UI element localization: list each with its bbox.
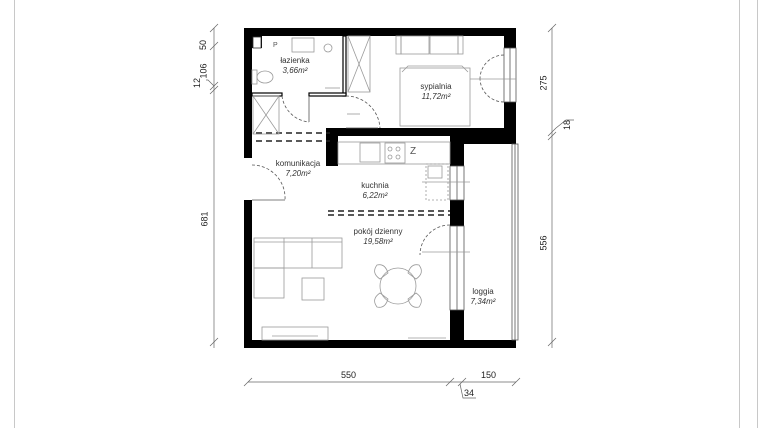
fridge-label: Z <box>410 146 417 157</box>
room-name: łazienka <box>280 56 310 65</box>
dim-left-main: 681 <box>199 211 210 227</box>
page-border-left <box>14 0 15 428</box>
room-name: pokój dzienny <box>353 227 403 236</box>
dim-right-top: 275 <box>538 75 549 91</box>
room-name: kuchnia <box>361 181 389 190</box>
dashed-lines <box>256 132 450 216</box>
room-label-bedroom: sypialnia 11,72m² <box>408 82 464 102</box>
dim-bottom-main: 550 <box>341 370 357 380</box>
room-area: 7,34m² <box>470 297 496 306</box>
dim-right-small: 18 <box>562 119 573 131</box>
dim-bottom-right: 150 <box>481 370 497 380</box>
room-label-bathroom: łazienka 3,66m² <box>270 56 320 76</box>
dim-left-small: 12 <box>192 77 203 89</box>
doors <box>251 54 505 256</box>
room-area: 11,72m² <box>421 92 451 101</box>
dim-bottom-small: 34 <box>464 388 475 398</box>
room-area: 3,66m² <box>282 66 308 75</box>
page-border-right-outer <box>757 0 758 428</box>
dim-left-mid: 106 <box>198 63 209 79</box>
dim-left-top: 50 <box>198 39 209 51</box>
windows <box>449 47 519 341</box>
room-name: loggia <box>472 287 494 296</box>
room-name: sypialnia <box>420 82 452 91</box>
tap-label: P <box>273 42 278 49</box>
room-area: 19,58m² <box>363 237 393 246</box>
room-name: komunikacja <box>275 159 321 168</box>
dim-right-main: 556 <box>538 235 549 251</box>
partitions <box>251 35 347 97</box>
room-label-hallway: komunikacja 7,20m² <box>268 159 328 179</box>
room-area: 7,20m² <box>285 169 311 178</box>
room-area: 6,22m² <box>362 191 388 200</box>
room-label-living-room: pokój dzienny 19,58m² <box>345 227 411 247</box>
furniture <box>251 35 516 341</box>
page-border-right <box>739 0 740 428</box>
dimension-lines <box>206 23 574 399</box>
room-label-kitchen: kuchnia 6,22m² <box>350 181 400 201</box>
room-label-loggia: loggia 7,34m² <box>466 287 500 307</box>
